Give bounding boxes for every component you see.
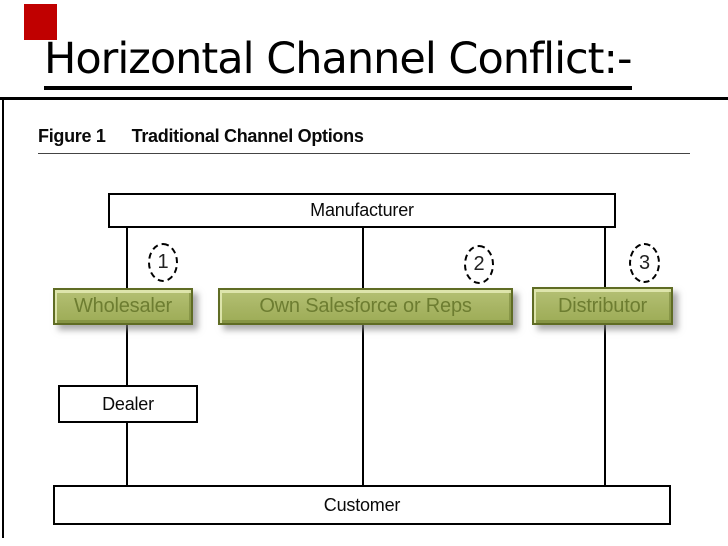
figure-caption: Figure 1 Traditional Channel Options bbox=[38, 126, 364, 147]
node-own-salesforce: Own Salesforce or Reps bbox=[218, 288, 513, 325]
channel-number-3-badge: 3 bbox=[629, 243, 660, 283]
connector-manufacturer-wholesaler bbox=[126, 228, 128, 288]
node-manufacturer: Manufacturer bbox=[108, 193, 616, 228]
node-distributor: Distributor bbox=[532, 287, 673, 325]
figure-caption-label: Figure 1 bbox=[38, 126, 106, 146]
connector-dealer-customer bbox=[126, 423, 128, 485]
node-wholesaler: Wholesaler bbox=[53, 288, 193, 325]
figure-frame-top-rule bbox=[0, 97, 728, 100]
connector-salesforce-customer bbox=[362, 325, 364, 485]
channel-number-3-label: 3 bbox=[638, 251, 651, 274]
node-customer-label: Customer bbox=[323, 494, 401, 515]
channel-number-1-badge: 1 bbox=[148, 243, 178, 282]
connector-manufacturer-distributor bbox=[604, 228, 606, 288]
connector-wholesaler-dealer bbox=[126, 325, 128, 385]
node-own-salesforce-label: Own Salesforce or Reps bbox=[259, 295, 472, 317]
node-manufacturer-label: Manufacturer bbox=[310, 200, 414, 220]
node-distributor-label: Distributor bbox=[558, 294, 647, 317]
node-wholesaler-label: Wholesaler bbox=[73, 295, 173, 317]
channel-number-2-badge: 2 bbox=[464, 245, 494, 284]
connector-manufacturer-salesforce bbox=[362, 228, 364, 288]
channel-number-1-label: 1 bbox=[157, 251, 169, 273]
node-dealer: Dealer bbox=[58, 385, 198, 423]
figure-caption-title: Traditional Channel Options bbox=[131, 126, 364, 146]
connector-distributor-customer bbox=[604, 325, 606, 485]
node-dealer-label: Dealer bbox=[102, 393, 154, 414]
figure-frame-left-rule bbox=[2, 97, 4, 538]
caption-rule bbox=[38, 153, 690, 154]
red-accent-block bbox=[24, 4, 57, 40]
channel-number-2-label: 2 bbox=[473, 253, 485, 275]
slide-title: Horizontal Channel Conflict:- bbox=[44, 35, 633, 91]
node-customer: Customer bbox=[53, 485, 671, 525]
